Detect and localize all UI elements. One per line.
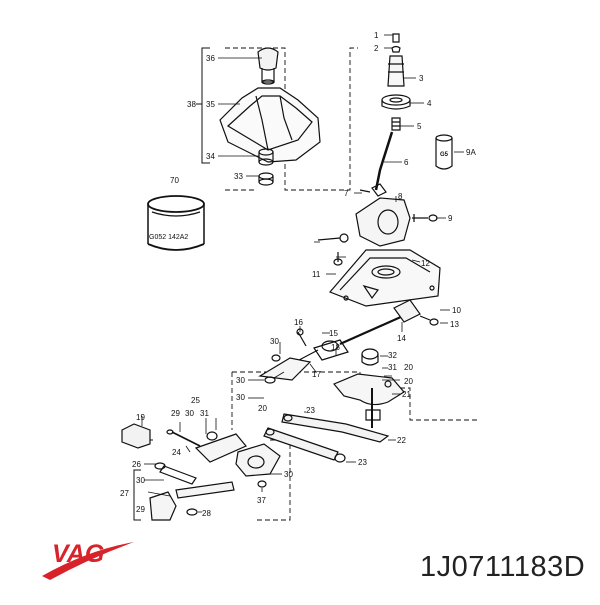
callout-6: 6 [404, 158, 409, 167]
bars-23-24 [263, 413, 390, 463]
link-parts [258, 328, 349, 384]
callout-37: 36 [206, 54, 215, 63]
lower-lever-group [121, 423, 281, 521]
bracket-28 [133, 469, 141, 521]
callout-31b: 30 [236, 376, 245, 385]
callout-32b: 31 [388, 363, 397, 372]
gear-knob [257, 47, 279, 85]
callout-5: 5 [417, 122, 422, 131]
callout-11: 11 [312, 270, 321, 279]
bearing-housing [355, 183, 411, 247]
callout-30: 29 [171, 409, 180, 418]
callout-70: 70 [170, 176, 179, 185]
callout-31c: 30 [236, 393, 245, 402]
callout-34: 33 [234, 172, 243, 181]
callout-30b: 29 [136, 505, 145, 514]
callout-2: 2 [374, 44, 379, 53]
callout-27: 26 [132, 460, 141, 469]
callout-12: 12 [421, 259, 430, 268]
callout-9: 9 [448, 214, 453, 223]
callout-10: 10 [452, 306, 461, 315]
callout-13: 13 [450, 320, 459, 329]
callout-31e: 30 [136, 476, 145, 485]
shift-boot [219, 87, 321, 163]
callout-29: 28 [202, 509, 211, 518]
callout-35: 34 [206, 152, 215, 161]
callout-33: 32 [388, 351, 397, 360]
logo-swoosh [42, 542, 134, 580]
callout-32a: 31 [200, 409, 209, 418]
callout-16: 16 [294, 318, 303, 327]
vag-logo: VAG [42, 540, 134, 580]
callout-24b: 23 [358, 458, 367, 467]
brand-name: VAG [52, 540, 104, 568]
callout-31a: 30 [270, 337, 279, 346]
callout-3: 3 [419, 74, 424, 83]
callout-14: 14 [397, 334, 406, 343]
callout-23: 22 [397, 436, 406, 445]
sleeve-70 [147, 195, 205, 251]
callout-19: 19 [136, 413, 145, 422]
bottle-9a: G5 [435, 134, 453, 170]
callout-4: 4 [427, 99, 432, 108]
callout-31d: 30 [185, 409, 194, 418]
callout-labels: 1 2 3 4 5 6 7 8 9 9A 10 11 12 13 14 15 1… [120, 31, 476, 518]
selector-assembly [333, 348, 405, 428]
callout-22: 21 [402, 390, 411, 399]
bracket-39 [196, 47, 210, 164]
callout-21b: 20 [404, 377, 413, 386]
callout-1: 1 [374, 31, 379, 40]
callout-39: 38 [187, 100, 196, 109]
callout-15: 15 [329, 329, 338, 338]
callout-38: 37 [257, 496, 266, 505]
callout-25: 24 [172, 448, 181, 457]
part-number: 1J0711183D [420, 551, 586, 583]
callout-26: 25 [191, 396, 200, 405]
callout-20: 20 [258, 404, 267, 413]
base-plate [328, 249, 441, 307]
callout-21a: 20 [404, 363, 413, 372]
callout-8: 8 [398, 192, 403, 201]
callout-9a: 9A [466, 148, 476, 157]
leader-lines [141, 34, 464, 513]
rod-14 [339, 299, 439, 346]
ring-35 [258, 148, 274, 166]
callout-24a: 23 [306, 406, 315, 415]
lever-top-parts [374, 33, 411, 191]
callout-18: 18 [331, 343, 340, 352]
bottle-mark: G5 [440, 152, 449, 158]
callout-7: 7 [344, 189, 349, 198]
callout-31f: 30 [284, 470, 293, 479]
ring-34 [258, 172, 274, 186]
callout-36: 35 [206, 100, 215, 109]
callout-28: 27 [120, 489, 129, 498]
brand-logo: VAG [38, 536, 138, 587]
part-stamp: G052 142A2 [149, 234, 188, 241]
callout-17: 17 [312, 370, 321, 379]
